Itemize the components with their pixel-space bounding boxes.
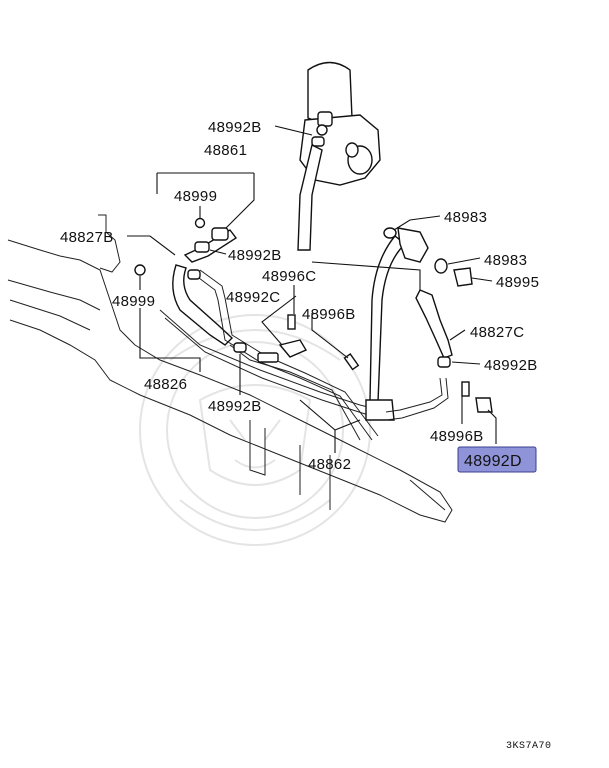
power-steering-pump <box>299 61 381 186</box>
bolt-48996c <box>287 314 296 330</box>
callout-48992c: 48992C <box>226 289 280 306</box>
washer-48983-lower <box>434 258 448 274</box>
callout-labels: 48992B 48861 48999 48827B 48992B 48999 4… <box>60 119 539 473</box>
washer-48983-upper <box>383 227 397 239</box>
callout-48827b: 48827B <box>60 229 114 246</box>
callout-48983-lower: 48983 <box>484 252 527 269</box>
callout-48992b-right: 48992B <box>484 357 538 374</box>
reference-code: 3KS7A70 <box>506 741 552 752</box>
callout-48862: 48862 <box>308 456 351 473</box>
callout-48996b-lower: 48996B <box>430 428 484 445</box>
hose-fitting <box>211 227 229 241</box>
clamp-48992b-d <box>311 136 325 147</box>
callout-48827c: 48827C <box>470 324 524 341</box>
callout-48996c: 48996C <box>262 268 316 285</box>
clamp-48992b-a <box>194 241 210 253</box>
callout-48992b-pump: 48992B <box>208 119 262 136</box>
highlighted-callout[interactable]: 48992D <box>457 446 537 473</box>
o-ring-48999-upper <box>194 217 206 229</box>
callout-48992b-left: 48992B <box>228 247 282 264</box>
leader-lines <box>127 125 497 453</box>
union-bolt-48995 <box>453 267 473 287</box>
highlight-box <box>457 446 537 473</box>
clip-48992d <box>475 397 493 413</box>
steering-gear-housing <box>7 214 453 523</box>
bolt-48996b-lower <box>461 381 470 397</box>
clamp-48992b-c <box>233 342 247 353</box>
callout-48999-lower: 48999 <box>112 293 155 310</box>
callout-48999-upper: 48999 <box>174 188 217 205</box>
clamp-48992b-b <box>187 269 201 280</box>
callout-48992b-lower: 48992B <box>208 398 262 415</box>
clip-48992c <box>278 339 308 358</box>
clamp-48992b-e <box>437 356 451 368</box>
callout-48983-upper: 48983 <box>444 209 487 226</box>
o-ring-48999-lower <box>134 264 146 276</box>
callout-48826: 48826 <box>144 376 187 393</box>
callout-48995: 48995 <box>496 274 539 291</box>
pipe-fitting <box>257 352 279 363</box>
callout-48992d[interactable]: 48992D <box>464 453 522 470</box>
callout-48996b-upper: 48996B <box>302 306 356 323</box>
callout-48861: 48861 <box>204 142 247 159</box>
